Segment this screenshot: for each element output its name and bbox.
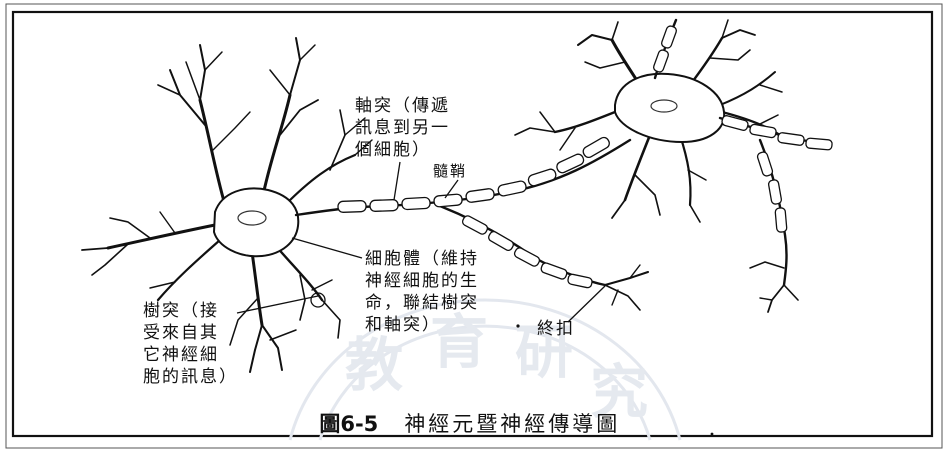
dendrite-label: 樹突（接 受來自其 它神經細 胞的訊息）	[143, 300, 238, 388]
axon-leader	[394, 162, 400, 200]
myelin-label: 髓鞘	[433, 160, 467, 182]
right-neuron-axon-down	[720, 115, 832, 312]
dendrite-leader	[237, 296, 318, 313]
figure-caption: 圖6-5 神經元暨神經傳導圖	[300, 384, 620, 438]
cell-body-leader	[292, 238, 362, 258]
scan-speck	[516, 324, 519, 327]
right-neuron-soma	[615, 74, 724, 142]
scan-speck	[711, 433, 714, 436]
terminal-label: 終扣	[537, 318, 575, 340]
myelin-sheath-collateral	[461, 214, 593, 288]
axon-terminals-lower	[605, 265, 648, 310]
right-neuron-axon-up	[653, 20, 678, 78]
left-neuron-soma	[214, 188, 298, 256]
figure-number: 圖6-5	[319, 412, 378, 436]
cell-body-label: 細胞體（維持 神經細胞的生 命，聯結樹突 和軸突）	[365, 248, 479, 336]
terminal-leader	[568, 286, 605, 322]
axon-label: 軸突（傳遞 訊息到另一 個細胞）	[355, 95, 450, 161]
figure-title: 神經元暨神經傳導圖	[404, 412, 620, 436]
